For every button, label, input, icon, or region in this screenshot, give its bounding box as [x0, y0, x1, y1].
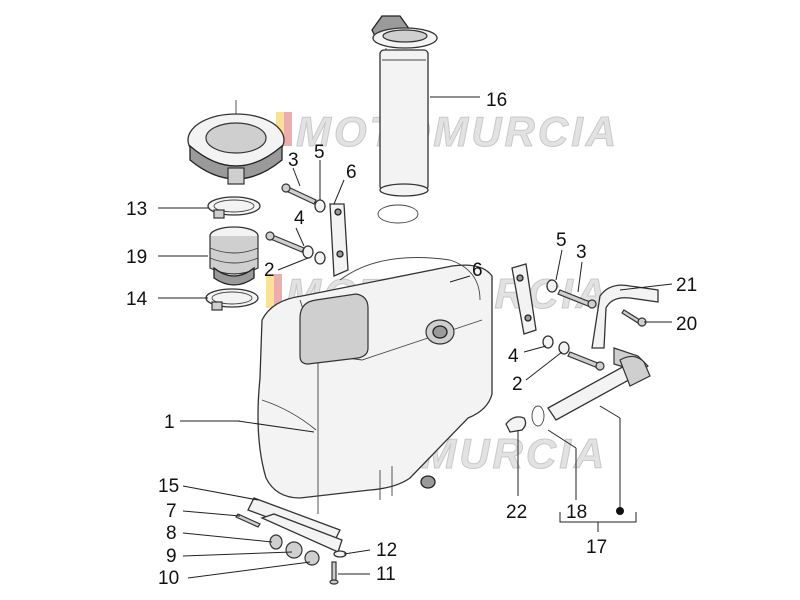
filler-hose — [209, 226, 259, 286]
watermark-top: MOTOMURCIA — [276, 108, 619, 156]
callout-21: 21 — [676, 275, 697, 296]
filler-neck-flange — [187, 100, 285, 185]
callout-4-left: 4 — [294, 208, 305, 229]
callout-14: 14 — [126, 289, 148, 310]
callout-4-right: 4 — [508, 346, 519, 367]
hose-clamp-lower — [205, 288, 259, 311]
hose-clamp-upper — [207, 196, 261, 219]
callout-18: 18 — [566, 502, 587, 523]
bracket-right — [511, 263, 537, 335]
callout-17: 17 — [586, 537, 607, 558]
leader-lines — [158, 96, 673, 579]
callout-10: 10 — [158, 568, 179, 589]
callout-5-right: 5 — [556, 230, 567, 251]
fuel-level-sender — [371, 15, 438, 224]
callout-12: 12 — [376, 540, 397, 561]
callout-13: 13 — [126, 199, 147, 220]
watermark-text: MOTOMURCIA — [296, 108, 619, 155]
fuel-tank — [257, 257, 493, 514]
callout-8: 8 — [166, 523, 177, 544]
callout-6-left: 6 — [346, 162, 357, 183]
callout-3-left: 3 — [288, 150, 299, 171]
callout-20: 20 — [676, 314, 697, 335]
callout-labels: 1 2 2 3 3 4 4 5 5 6 6 7 8 9 10 11 12 13 … — [126, 90, 697, 589]
callout-22: 22 — [506, 502, 527, 523]
leader-dot — [616, 507, 624, 515]
callout-9: 9 — [166, 546, 177, 567]
callout-6-right: 6 — [472, 260, 483, 281]
fuel-filter-assembly — [531, 355, 651, 427]
bolt-washer-set-right — [542, 279, 605, 371]
callout-7: 7 — [166, 501, 177, 522]
callout-2-left: 2 — [264, 260, 275, 281]
callout-2-right: 2 — [512, 374, 523, 395]
clamp-22 — [505, 416, 527, 433]
callout-5-left: 5 — [314, 142, 325, 163]
callout-16: 16 — [486, 90, 507, 111]
bracket-left — [329, 203, 349, 277]
callout-1: 1 — [164, 412, 175, 433]
callout-15: 15 — [158, 476, 179, 497]
screw-20 — [621, 309, 647, 327]
callout-19: 19 — [126, 247, 147, 268]
lower-mounting-bracket — [235, 497, 347, 585]
callout-11: 11 — [376, 564, 396, 585]
callout-3-right: 3 — [576, 242, 587, 263]
